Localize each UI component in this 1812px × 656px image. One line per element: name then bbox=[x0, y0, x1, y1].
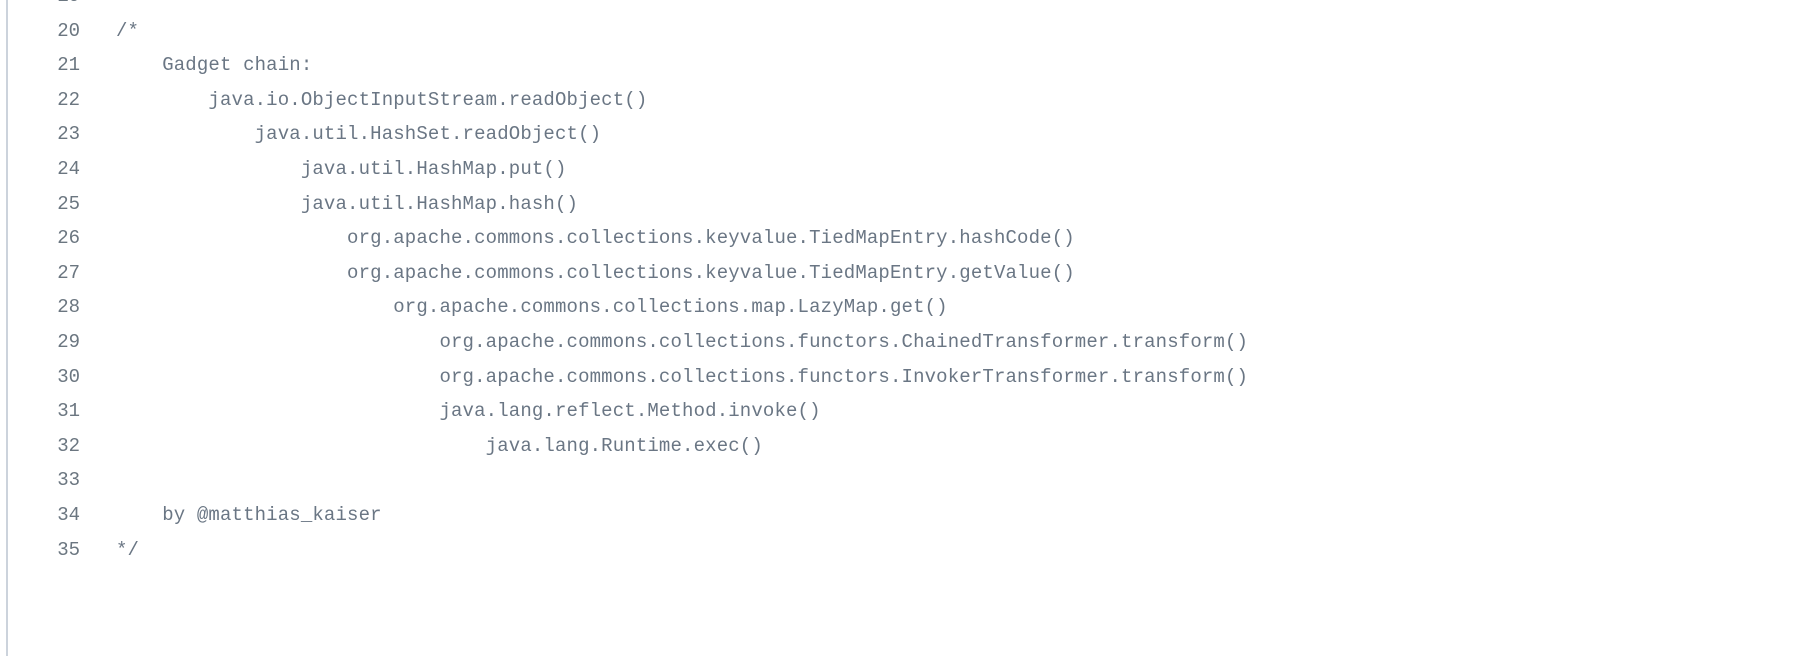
line-content[interactable]: org.apache.commons.collections.functors.… bbox=[116, 365, 1249, 388]
line-content[interactable]: org.apache.commons.collections.keyvalue.… bbox=[116, 227, 1075, 250]
line-number[interactable]: 30 bbox=[57, 365, 80, 388]
line-number[interactable]: 23 bbox=[57, 123, 80, 146]
line-content[interactable]: by @matthias_kaiser bbox=[116, 503, 382, 526]
code-line-row: 35 */ bbox=[8, 533, 1248, 568]
code-line-row: 25 java.util.HashMap.hash() bbox=[8, 187, 1248, 222]
code-lines-table: 19 20 /* 21 Gadget chain: 22 java.io.Obj… bbox=[8, 0, 1248, 567]
code-line-row: 28 org.apache.commons.collections.map.La… bbox=[8, 290, 1248, 325]
line-content[interactable]: */ bbox=[116, 538, 140, 561]
code-line-row: 33 bbox=[8, 463, 1248, 498]
line-number[interactable]: 24 bbox=[57, 157, 80, 180]
line-content[interactable]: java.util.HashSet.readObject() bbox=[116, 123, 602, 146]
line-number[interactable]: 21 bbox=[57, 54, 80, 77]
line-number[interactable]: 29 bbox=[57, 330, 80, 353]
line-number[interactable]: 22 bbox=[57, 88, 80, 111]
code-line-row: 26 org.apache.commons.collections.keyval… bbox=[8, 221, 1248, 256]
line-content[interactable]: org.apache.commons.collections.map.LazyM… bbox=[116, 296, 948, 319]
line-content[interactable]: java.lang.Runtime.exec() bbox=[116, 434, 763, 457]
line-number[interactable]: 34 bbox=[57, 503, 80, 526]
code-line-row: 19 bbox=[8, 0, 1248, 14]
code-line-row: 23 java.util.HashSet.readObject() bbox=[8, 117, 1248, 152]
code-line-row: 30 org.apache.commons.collections.functo… bbox=[8, 360, 1248, 395]
code-line-row: 29 org.apache.commons.collections.functo… bbox=[8, 325, 1248, 360]
line-number[interactable]: 28 bbox=[57, 296, 80, 319]
code-line-row: 34 by @matthias_kaiser bbox=[8, 498, 1248, 533]
line-number[interactable]: 25 bbox=[57, 192, 80, 215]
code-line-row: 27 org.apache.commons.collections.keyval… bbox=[8, 256, 1248, 291]
line-number[interactable]: 20 bbox=[57, 19, 80, 42]
code-line-row: 24 java.util.HashMap.put() bbox=[8, 152, 1248, 187]
line-number[interactable]: 19 bbox=[8, 0, 94, 14]
line-content[interactable]: org.apache.commons.collections.keyvalue.… bbox=[116, 261, 1075, 284]
code-line-row: 21 Gadget chain: bbox=[8, 48, 1248, 83]
line-content[interactable] bbox=[94, 0, 1248, 14]
code-line-row: 20 /* bbox=[8, 14, 1248, 49]
line-number[interactable]: 27 bbox=[57, 261, 80, 284]
code-line-row: 32 java.lang.Runtime.exec() bbox=[8, 429, 1248, 464]
code-lines-body: 19 20 /* 21 Gadget chain: 22 java.io.Obj… bbox=[8, 0, 1248, 567]
line-content[interactable] bbox=[94, 463, 1248, 498]
line-number[interactable]: 31 bbox=[57, 400, 80, 423]
line-number[interactable]: 26 bbox=[57, 227, 80, 250]
line-content[interactable]: java.io.ObjectInputStream.readObject() bbox=[116, 88, 648, 111]
line-content[interactable]: java.lang.reflect.Method.invoke() bbox=[116, 400, 821, 423]
code-line-row: 22 java.io.ObjectInputStream.readObject(… bbox=[8, 83, 1248, 118]
code-line-row: 31 java.lang.reflect.Method.invoke() bbox=[8, 394, 1248, 429]
blob-left-border bbox=[6, 0, 8, 656]
line-number[interactable]: 32 bbox=[57, 434, 80, 457]
line-content[interactable]: java.util.HashMap.put() bbox=[116, 157, 567, 180]
line-number[interactable]: 35 bbox=[57, 538, 80, 561]
line-content[interactable]: java.util.HashMap.hash() bbox=[116, 192, 579, 215]
line-content[interactable]: Gadget chain: bbox=[116, 54, 313, 77]
line-content[interactable]: /* bbox=[116, 19, 140, 42]
line-number[interactable]: 33 bbox=[57, 469, 80, 492]
line-content[interactable]: org.apache.commons.collections.functors.… bbox=[116, 330, 1249, 353]
